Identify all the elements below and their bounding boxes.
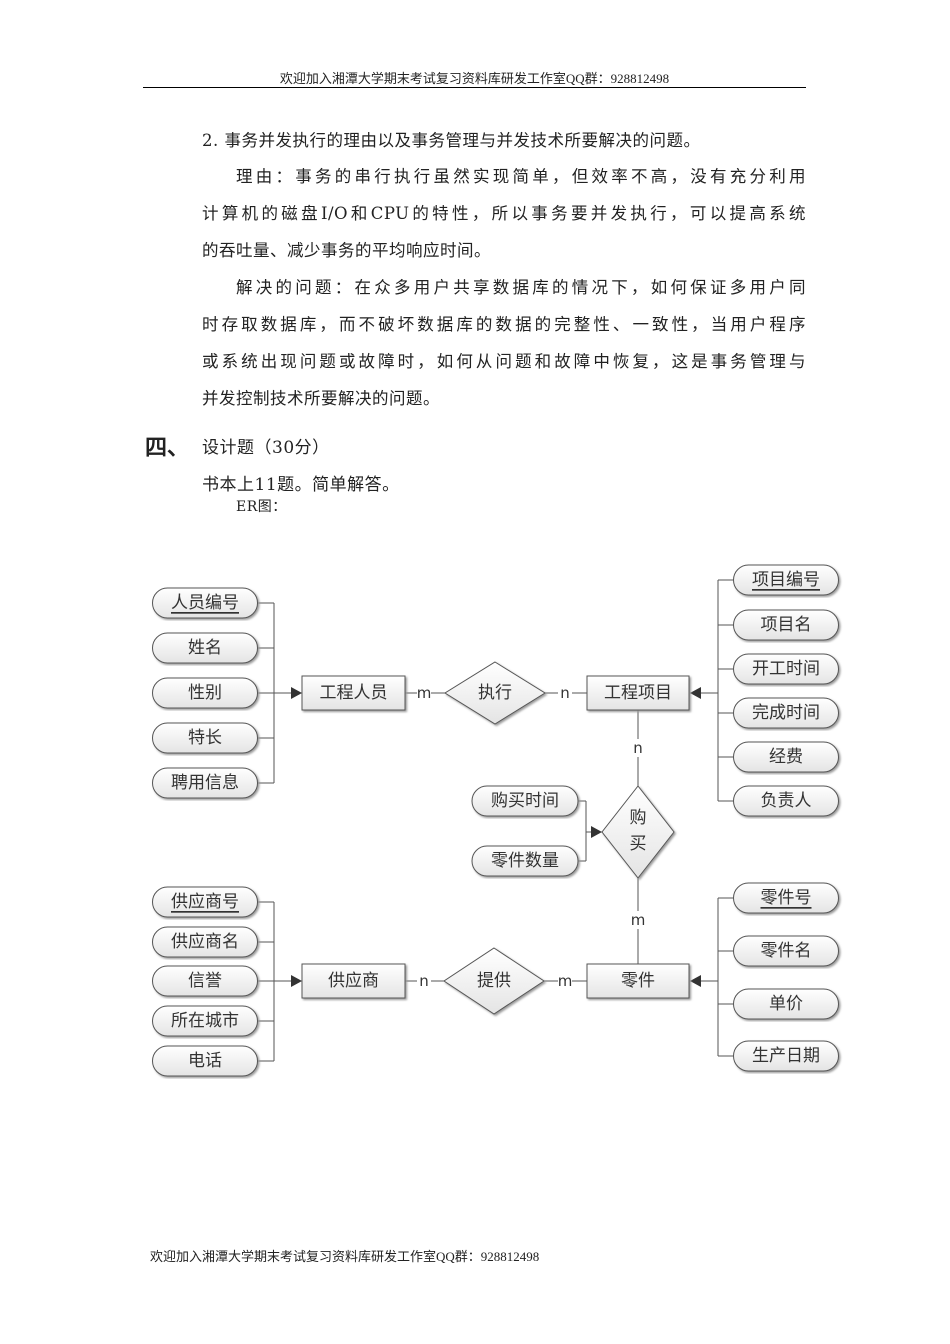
- problem-line: 或系统出现问题或故障时，如何从问题和故障中恢复，这是事务管理与: [202, 352, 806, 371]
- project-attr: [733, 564, 839, 596]
- page-footer: 欢迎加入湘潭大学期末考试复习资料库研发工作室QQ群：928812498: [150, 1249, 540, 1264]
- worker-attr: [152, 587, 258, 619]
- page-header: 欢迎加入湘潭大学期末考试复习资料库研发工作室QQ群：928812498: [279, 71, 670, 86]
- project-attr-label: 负责人: [761, 791, 812, 811]
- supplier-attr-label: 供应商名: [171, 932, 239, 952]
- arrow-head: [591, 826, 602, 838]
- entity-worker: [301, 675, 406, 711]
- entity-part: [586, 963, 690, 999]
- supplier-attr: [152, 926, 258, 958]
- supplier-attr-label: 供应商号: [171, 892, 239, 912]
- supplier-attr-label: 所在城市: [171, 1011, 239, 1031]
- project-attr: [733, 741, 839, 773]
- part-attr-label: 单价: [769, 994, 803, 1014]
- buy-attr: [471, 845, 579, 877]
- supplier-attr: [152, 965, 258, 997]
- project-attr: [733, 653, 839, 685]
- worker-attr: [152, 767, 258, 799]
- entity-project-label: 工程项目: [604, 683, 672, 703]
- question-2-title: 2. 事务并发执行的理由以及事务管理与并发技术所要解决的问题。: [202, 131, 701, 150]
- buy-attr-label: 购买时间: [491, 791, 559, 811]
- entity-supplier-label: 供应商: [328, 971, 379, 991]
- supplier-attr: [152, 1045, 258, 1077]
- worker-attr: [152, 632, 258, 664]
- arrow-head: [291, 975, 302, 987]
- card-bg: [631, 911, 645, 929]
- worker-attr-label: 性别: [188, 683, 222, 703]
- part-attr: [733, 882, 839, 914]
- project-attr-label: 项目名: [761, 615, 812, 635]
- worker-attr-label: 聘用信息: [171, 773, 239, 793]
- relation-buy: [601, 785, 675, 879]
- relation-supply: [443, 947, 545, 1015]
- section-title: 设计题（30分）: [202, 438, 330, 458]
- relation-execute-label: 执行: [478, 683, 512, 703]
- buy-attr: [471, 785, 579, 817]
- project-attr-label: 项目编号: [752, 570, 820, 590]
- cardinality-label: m: [631, 911, 646, 929]
- reason-line: 理由：事务的串行执行虽然实现简单，但效率不高，没有充分利用: [236, 167, 806, 186]
- problem-line: 解决的问题：在众多用户共享数据库的情况下，如何保证多用户同: [236, 278, 806, 297]
- reason-line: 计算机的磁盘I/O和CPU的特性，所以事务要并发执行，可以提高系统: [202, 204, 806, 223]
- header-rule: [143, 87, 806, 88]
- worker-attr-label: 特长: [188, 728, 222, 748]
- entity-worker-label: 工程人员: [320, 683, 388, 703]
- project-attr: [733, 785, 839, 817]
- project-attr-label: 经费: [769, 747, 803, 767]
- relation-supply-label: 提供: [477, 971, 511, 991]
- part-attr-label: 零件名: [761, 941, 812, 961]
- section-note: 书本上11题。简单解答。: [202, 475, 400, 495]
- card-bg: [417, 684, 431, 702]
- reason-line: 的吞吐量、减少事务的平均响应时间。: [202, 241, 491, 260]
- supplier-attr-label: 信誉: [188, 971, 222, 991]
- entity-project: [586, 675, 690, 711]
- supplier-attr: [152, 1005, 258, 1037]
- relation-buy-label: 购: [630, 808, 647, 828]
- supplier-attr: [152, 886, 258, 918]
- entity-supplier: [301, 963, 406, 999]
- cardinality-label: m: [417, 684, 432, 702]
- buy-attr-label: 零件数量: [491, 851, 559, 871]
- card-bg: [558, 972, 572, 990]
- worker-attr-label: 人员编号: [171, 593, 239, 613]
- part-attr-label: 零件号: [761, 888, 812, 908]
- problem-line: 并发控制技术所要解决的问题。: [202, 389, 440, 408]
- cardinality-label: n: [419, 972, 429, 990]
- project-attr: [733, 697, 839, 729]
- part-attr-label: 生产日期: [752, 1046, 820, 1066]
- part-attr: [733, 935, 839, 967]
- entity-part-label: 零件: [621, 971, 655, 991]
- project-attr: [733, 609, 839, 641]
- part-attr: [733, 988, 839, 1020]
- project-attr-label: 完成时间: [752, 703, 820, 723]
- relation-buy-label: 买: [630, 834, 647, 854]
- arrow-head: [690, 687, 701, 699]
- cardinality-label: n: [560, 684, 570, 702]
- worker-attr-label: 姓名: [188, 638, 222, 658]
- arrow-head: [690, 975, 701, 987]
- project-attr-label: 开工时间: [752, 659, 820, 679]
- problem-line: 时存取数据库，而不破坏数据库的数据的完整性、一致性，当用户程序: [202, 315, 806, 334]
- cardinality-label: n: [633, 739, 643, 757]
- relation-execute: [444, 661, 546, 725]
- worker-attr: [152, 722, 258, 754]
- card-bg: [417, 972, 431, 990]
- part-attr: [733, 1040, 839, 1072]
- arrow-head: [291, 687, 302, 699]
- cardinality-label: m: [558, 972, 573, 990]
- card-bg: [631, 739, 645, 757]
- worker-attr: [152, 677, 258, 709]
- section-number: 四、: [145, 435, 190, 461]
- card-bg: [558, 684, 572, 702]
- er-label: ER图：: [236, 499, 287, 515]
- supplier-attr-label: 电话: [188, 1051, 222, 1071]
